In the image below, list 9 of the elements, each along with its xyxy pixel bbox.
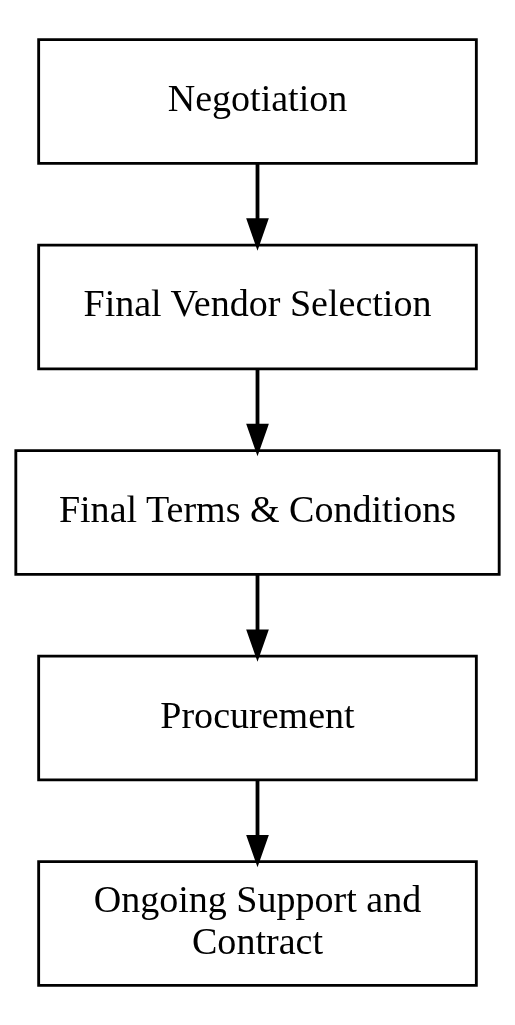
arrow: [246, 779, 269, 868]
node-box: Negotiation: [37, 38, 478, 165]
arrow: [246, 574, 269, 662]
arrow: [246, 368, 269, 457]
arrow: [246, 163, 269, 251]
node-box: Ongoing Support and Contract: [37, 860, 478, 987]
node-box: Final Vendor Selection: [37, 243, 478, 371]
node-box: Procurement: [37, 654, 478, 782]
node-box: Final Terms & Conditions: [14, 449, 501, 576]
